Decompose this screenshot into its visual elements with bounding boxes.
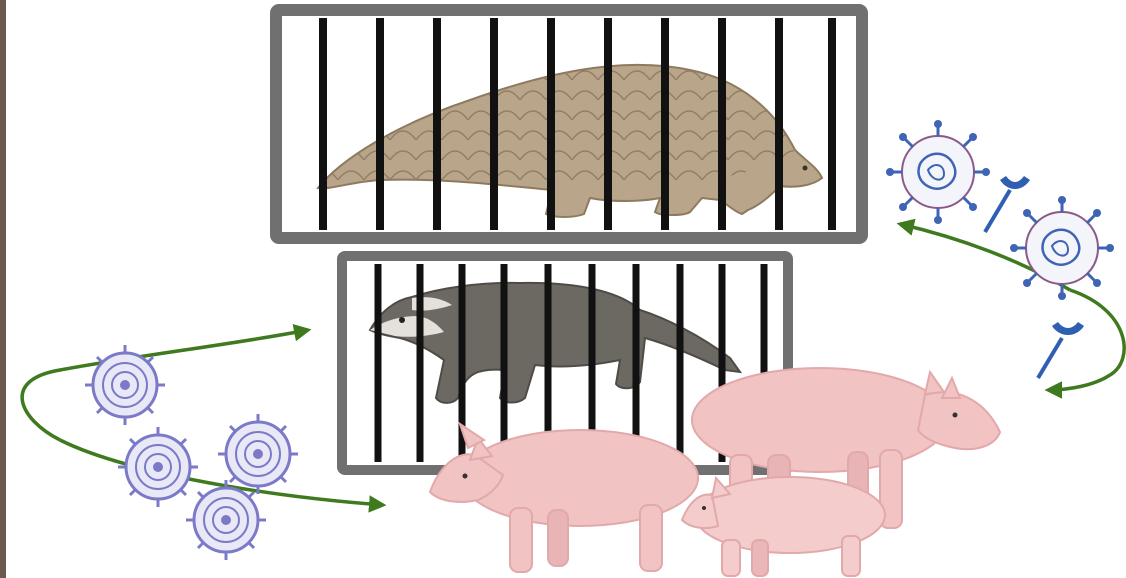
civet-image [370, 283, 740, 403]
coronavirus-icon [186, 480, 266, 560]
receptor-icon [1038, 322, 1084, 378]
pangolin-image [318, 65, 822, 217]
pig-left [430, 424, 698, 572]
coronavirus-icon [886, 120, 990, 224]
pig-small [682, 477, 885, 576]
virus-cluster-left [85, 345, 298, 560]
coronavirus-icon [85, 345, 165, 425]
arrow-left-loop [22, 330, 383, 505]
coronavirus-icon [118, 427, 198, 507]
cage-top [276, 10, 862, 238]
receptor-icon [985, 176, 1030, 232]
coronavirus-icon [1010, 196, 1114, 300]
coronavirus-icon [218, 414, 298, 494]
